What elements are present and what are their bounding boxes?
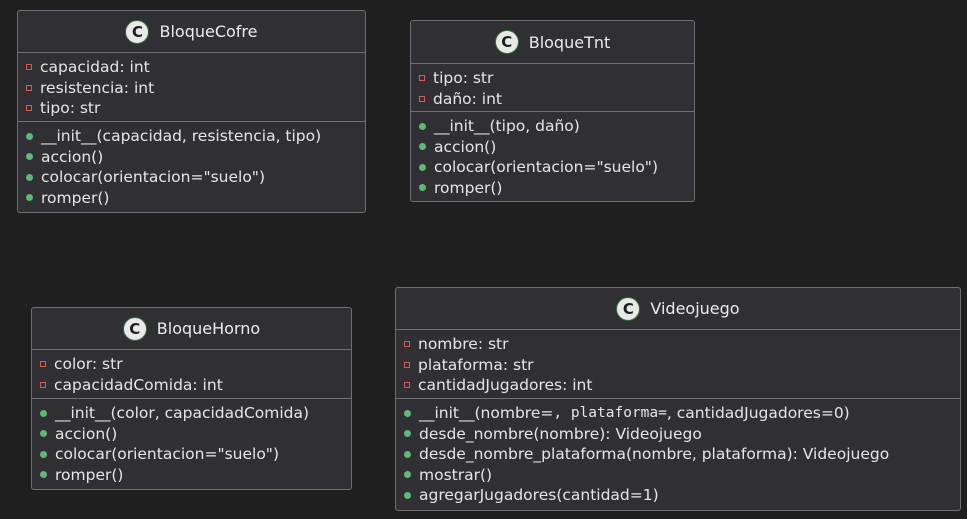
method: colocar(orientacion="suelo") [26,167,365,188]
public-visibility-icon [26,194,33,202]
public-visibility-icon [40,409,47,417]
method: colocar(orientacion="suelo") [40,444,351,465]
class-header: C BloqueTnt [411,21,694,64]
method: __init__(color, capacidadComida) [40,403,351,424]
public-visibility-icon [419,143,426,151]
attribute: capacidadComida: int [40,375,351,396]
class-name: BloqueTnt [528,32,611,52]
class-name: Videojuego [650,299,740,318]
public-visibility-icon [419,122,426,130]
class-header: C BloqueHorno [32,308,351,350]
method: romper() [26,188,365,209]
attribute: capacidad: int [26,57,365,78]
private-visibility-icon [26,84,32,91]
private-visibility-icon [419,75,425,82]
attribute: nombre: str [404,334,960,355]
method: accion() [40,424,351,445]
public-visibility-icon [404,430,411,438]
class-header: C BloqueCofre [18,11,365,53]
attribute: resistencia: int [26,78,365,99]
class-bloquecofre[interactable]: C BloqueCofre capacidad: int resistencia… [17,10,366,213]
methods-section: __init__(capacidad, resistencia, tipo) a… [18,121,365,213]
attributes-section: tipo: str daño: int [411,64,694,111]
class-name: BloqueCofre [159,22,258,41]
attributes-section: capacidad: int resistencia: int tipo: st… [18,53,365,121]
method: accion() [26,147,365,168]
public-visibility-icon [404,409,411,417]
public-visibility-icon [40,471,47,479]
public-visibility-icon [404,471,411,479]
method: __init__(nombre=, plataforma=, cantidadJ… [404,403,960,424]
method: romper() [419,178,694,199]
private-visibility-icon [40,381,46,388]
attributes-section: nombre: str plataforma: str cantidadJuga… [396,330,960,398]
public-visibility-icon [40,450,47,458]
methods-section: __init__(tipo, daño) accion() colocar(or… [411,111,694,202]
public-visibility-icon [404,450,411,458]
public-visibility-icon [40,430,47,438]
method: agregarJugadores(cantidad=1) [404,485,960,506]
method: colocar(orientacion="suelo") [419,157,694,178]
class-header: C Videojuego [396,288,960,330]
attribute: color: str [40,354,351,375]
private-visibility-icon [404,382,410,389]
private-visibility-icon [419,95,425,102]
method: desde_nombre_plataforma(nombre, platafor… [404,444,960,465]
method: __init__(tipo, daño) [419,116,694,137]
class-c-icon: C [616,296,641,321]
attributes-section: color: str capacidadComida: int [32,350,351,398]
class-c-icon: C [122,316,147,341]
method: mostrar() [404,465,960,486]
attribute: tipo: str [26,98,365,119]
public-visibility-icon [26,153,33,161]
private-visibility-icon [26,64,32,71]
attribute: plataforma: str [404,355,960,376]
public-visibility-icon [26,132,33,140]
private-visibility-icon [40,361,46,368]
method: romper() [40,465,351,486]
class-videojuego[interactable]: C Videojuego nombre: str plataforma: str… [395,287,961,511]
method: desde_nombre(nombre): Videojuego [404,424,960,445]
method: accion() [419,137,694,158]
private-visibility-icon [404,361,410,368]
private-visibility-icon [26,105,32,112]
attribute: daño: int [419,89,694,110]
methods-section: __init__(nombre=, plataforma=, cantidadJ… [396,398,960,511]
public-visibility-icon [26,173,33,181]
class-bloquehorno[interactable]: C BloqueHorno color: str capacidadComida… [31,307,352,490]
attribute: cantidadJugadores: int [404,375,960,396]
class-c-icon: C [125,19,150,44]
class-name: BloqueHorno [156,319,261,338]
class-bloquetnt[interactable]: C BloqueTnt tipo: str daño: int __init__… [410,20,695,202]
public-visibility-icon [404,491,411,499]
methods-section: __init__(color, capacidadComida) accion(… [32,398,351,490]
public-visibility-icon [419,184,426,192]
private-visibility-icon [404,341,410,348]
attribute: tipo: str [419,68,694,89]
method: __init__(capacidad, resistencia, tipo) [26,126,365,147]
public-visibility-icon [419,163,426,171]
class-c-icon: C [494,30,519,54]
